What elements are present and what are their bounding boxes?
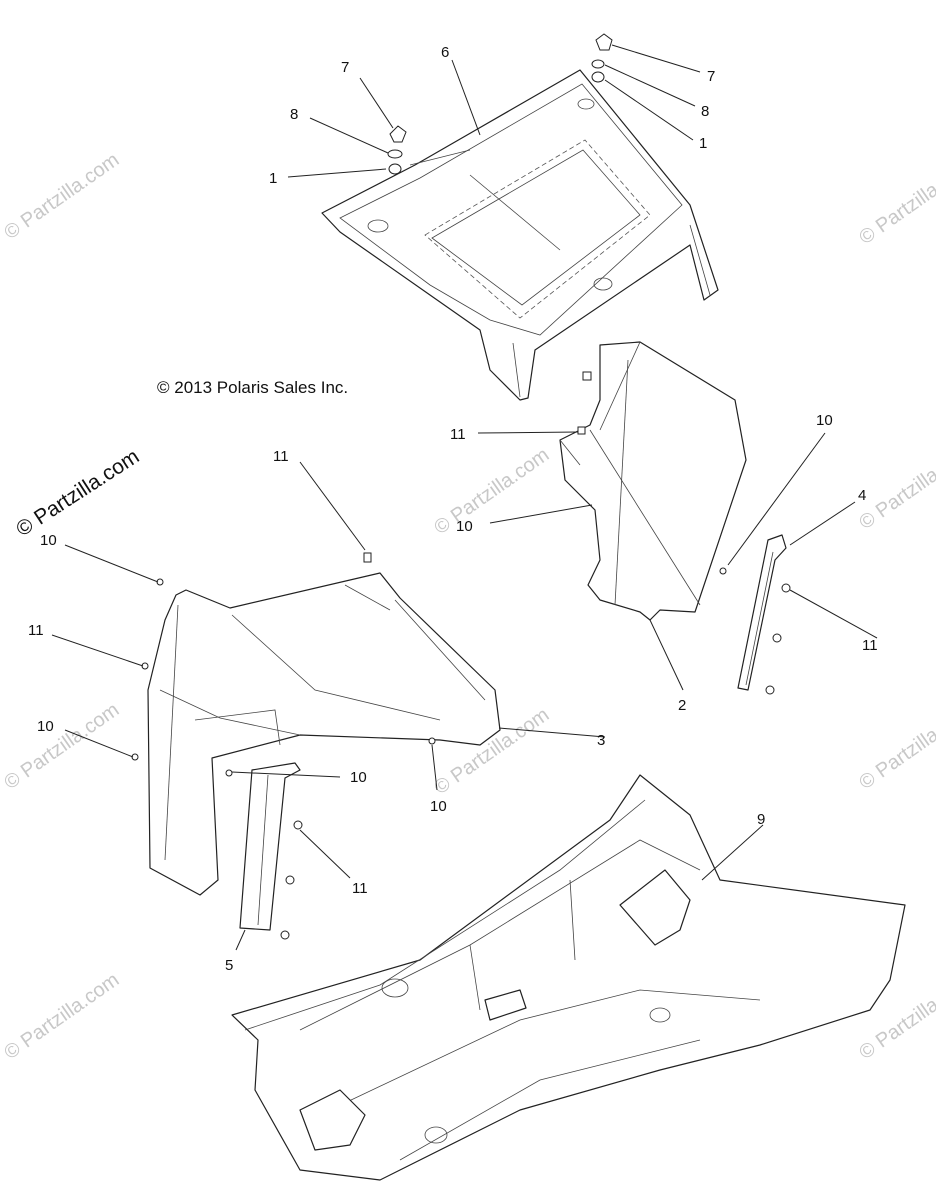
watermark: © Partzilla.com xyxy=(0,969,123,1064)
bracket-4 xyxy=(719,534,791,695)
roof-hardware xyxy=(387,33,613,175)
side-panel-2 xyxy=(559,341,747,621)
callout-label: 1 xyxy=(699,135,707,152)
callout-label: 10 xyxy=(40,532,57,549)
callout-label: 3 xyxy=(597,732,605,749)
callout-label: 11 xyxy=(28,622,44,639)
leader-lines xyxy=(51,44,878,951)
callout-label: 11 xyxy=(450,426,466,443)
callout-label: 8 xyxy=(701,103,709,120)
callout-label: 6 xyxy=(441,44,449,61)
callout-label: 5 xyxy=(225,957,233,974)
callout-label: 7 xyxy=(707,68,715,85)
bracket-5 xyxy=(239,762,303,940)
callouts: 7 6 7 8 8 1 1 11 10 10 4 11 2 11 10 11 1… xyxy=(28,44,878,974)
callout-label: 11 xyxy=(273,448,289,465)
callout-label: 11 xyxy=(352,880,368,897)
watermark: © Partzilla.com xyxy=(0,699,123,794)
callout-label: 10 xyxy=(37,718,54,735)
callout-label: 10 xyxy=(816,412,833,429)
callout-label: 7 xyxy=(341,59,349,76)
watermark: © Partzilla.com xyxy=(855,439,936,534)
callout-label: 11 xyxy=(862,637,878,654)
callout-label: 10 xyxy=(430,798,447,815)
callout-label: 4 xyxy=(858,487,866,504)
callout-label: 10 xyxy=(456,518,473,535)
partzilla-watermark: © Partzilla.com xyxy=(12,445,143,541)
callout-label: 9 xyxy=(757,811,765,828)
side-panel-3 xyxy=(131,552,501,896)
watermark: © Partzilla.com xyxy=(855,154,936,249)
watermark: © Partzilla.com xyxy=(855,699,936,794)
watermark: © Partzilla.com xyxy=(430,444,553,539)
copyright-text: © 2013 Polaris Sales Inc. xyxy=(157,378,348,397)
callout-label: 1 xyxy=(269,170,277,187)
roof-panel xyxy=(321,69,719,401)
callout-label: 10 xyxy=(350,769,367,786)
dash-panel-9 xyxy=(231,774,906,1181)
callout-label: 2 xyxy=(678,697,686,714)
watermark: © Partzilla.com xyxy=(0,149,123,244)
callout-label: 8 xyxy=(290,106,298,123)
